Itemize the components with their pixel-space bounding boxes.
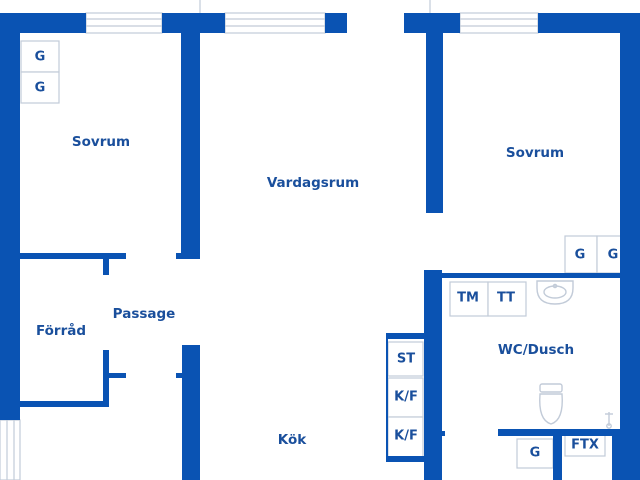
stove-box (387, 341, 424, 377)
room-label-kok: Kök (277, 432, 307, 448)
wardrobe-label: G (574, 247, 586, 263)
wardrobe-box (20, 71, 60, 104)
washer-label: TM (457, 290, 479, 306)
ftx-label: FTX (571, 437, 599, 453)
wardrobe-label: G (607, 247, 619, 263)
room-label-vardagsrum: Vardagsrum (266, 175, 360, 191)
wardrobe-label: G (34, 80, 46, 96)
dryer-box (487, 281, 527, 317)
wardrobe-label: G (34, 49, 46, 65)
room-label-sovrum-left: Sovrum (71, 134, 131, 150)
room-label-wc-dusch: WC/Dusch (497, 342, 575, 358)
tap-icon (605, 412, 613, 429)
wash-basin-icon (536, 280, 574, 305)
room-label-sovrum-right: Sovrum (505, 145, 565, 161)
room-label-passage: Passage (112, 306, 176, 322)
wardrobe-box (516, 438, 554, 469)
room-label-forrad: Förråd (35, 323, 87, 339)
toilet-icon (539, 383, 563, 425)
walls (0, 13, 640, 480)
fridge-freezer-label: K/F (394, 428, 418, 444)
window-frames (0, 0, 539, 480)
washer-box (449, 281, 489, 317)
wardrobe-box (20, 40, 60, 73)
wardrobe-label: G (529, 445, 541, 461)
fridge-freezer-label: K/F (394, 389, 418, 405)
dryer-label: TT (496, 290, 516, 306)
sanitary-fixtures (536, 280, 613, 429)
stove-label: ST (396, 351, 416, 367)
fridge-box (387, 416, 424, 458)
